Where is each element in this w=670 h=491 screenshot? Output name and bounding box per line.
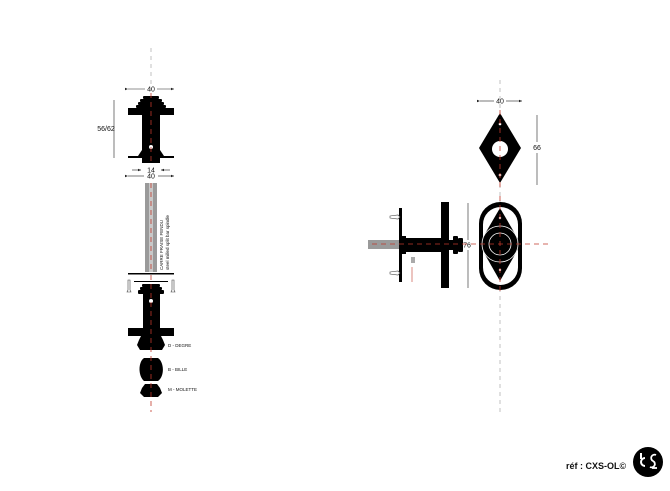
screw-icon — [126, 279, 176, 293]
spindle: CARRE FRAISE FENDU steel milled split ba… — [145, 183, 170, 272]
dim-top-width: 40 — [125, 87, 174, 94]
diamond-rosace — [479, 110, 521, 188]
dim-label: 40 — [147, 174, 155, 181]
dim-label: 66 — [533, 145, 541, 152]
dim-label: 76 — [463, 243, 471, 250]
dim-base: 14 40 — [125, 168, 174, 181]
dim-top-height: 56/62 — [97, 100, 115, 158]
dim-side-height: 76 — [463, 203, 471, 288]
spindle-label-en: steel milled split bar spindle — [165, 214, 170, 270]
exploded-view: 40 56/62 14 40 — [97, 48, 197, 412]
part-label-molette: M - MOLETTE — [168, 387, 197, 392]
reference-code: réf : CXS-OL© — [566, 461, 627, 471]
dim-label: 40 — [147, 87, 155, 94]
part-label-degre: D - DEGRE — [168, 343, 191, 348]
dim-label: 40 — [496, 99, 504, 106]
brand-logo — [633, 447, 663, 477]
dim-label: 56/62 — [97, 126, 115, 133]
dim-rosace-height: 66 — [533, 115, 541, 185]
side-view — [368, 202, 463, 288]
dim-label: 14 — [147, 168, 155, 175]
spindle-label-fr: CARRE FRAISE FENDU — [159, 220, 164, 270]
assembled-views: 40 66 — [368, 80, 552, 412]
dim-rosace-width: 40 — [477, 99, 522, 106]
front-view — [479, 202, 522, 290]
part-label-bille: B - BILLE — [168, 367, 187, 372]
screw-icon — [389, 214, 401, 276]
